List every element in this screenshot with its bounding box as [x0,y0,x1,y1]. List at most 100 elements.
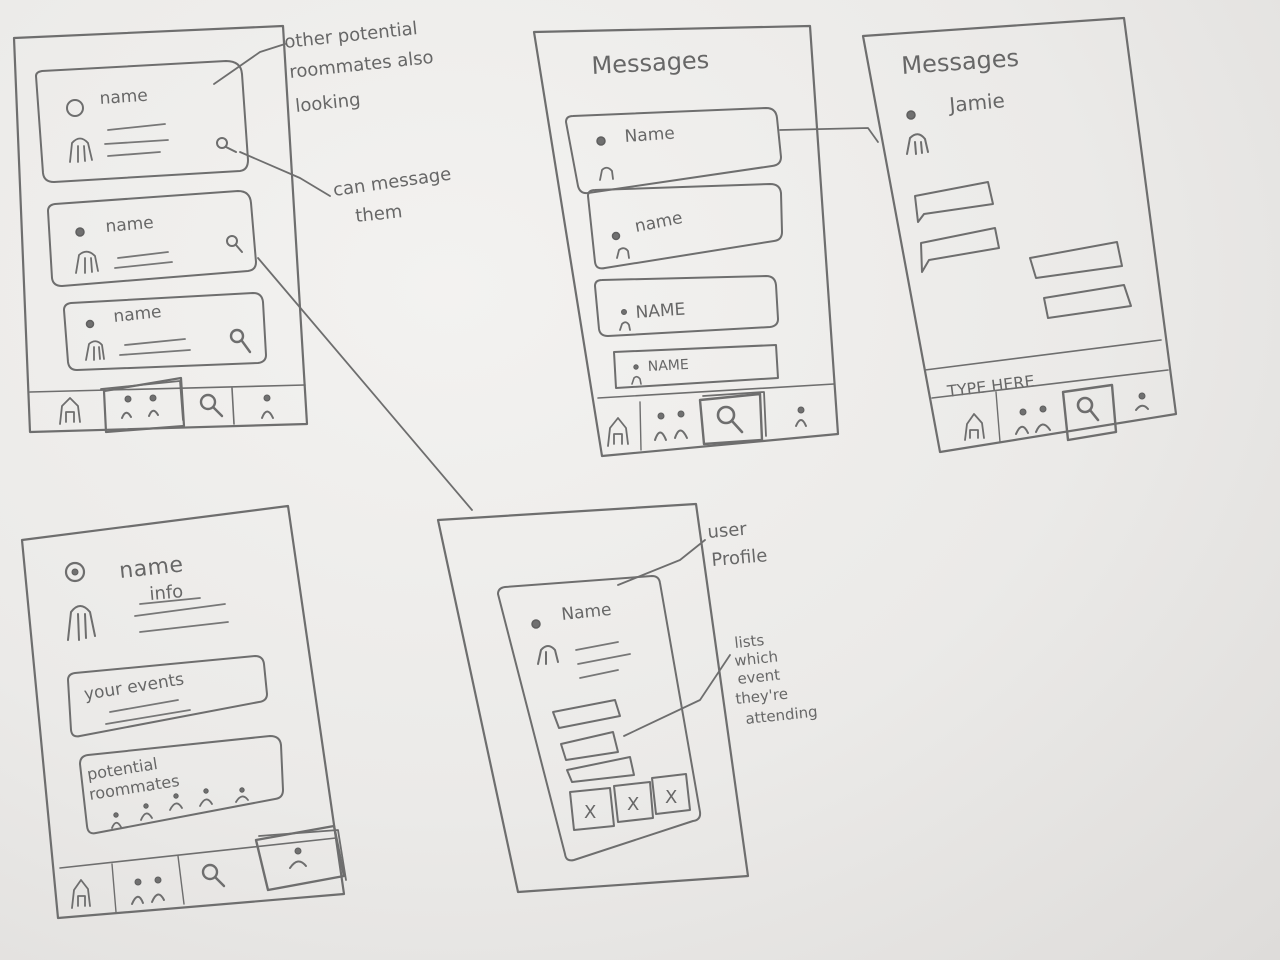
thread-name: name [633,208,684,237]
card-name: name [105,213,155,237]
roommate-card[interactable]: name [35,60,249,183]
avatar-icon [66,99,84,117]
svg-text:X: X [665,787,677,808]
phone-frame [532,24,840,458]
card-name: name [99,86,148,109]
input-top-divider [924,339,1162,371]
avatar-icon [64,561,86,583]
search-icon[interactable] [1061,383,1118,442]
profile-icon[interactable] [795,406,807,427]
person-icon [906,133,929,155]
search-icon[interactable] [698,391,767,446]
user-name: Name [560,600,612,625]
connector-can-message [239,151,331,197]
event-chip[interactable] [560,731,619,761]
person-icon [619,321,631,331]
group-icon[interactable] [654,410,688,441]
annotation-lists-events: event [737,666,781,688]
chat-bubble-received [920,227,1000,273]
avatar-icon [531,619,541,629]
active-tab-highlight [254,824,346,892]
bottom-nav [964,383,1149,443]
message-thread-item[interactable]: Name [565,107,782,195]
annotation-can-message: them [354,201,403,227]
avatar-icon [633,364,639,370]
annotations: other potential roommates also looking c… [283,18,818,728]
message-input[interactable]: TYPE HERE [945,371,1035,401]
search-icon[interactable] [201,863,226,888]
message-thread-item[interactable]: NAME [613,344,779,389]
profile-name: name [118,552,185,584]
avatar-icon [85,319,95,329]
bottom-nav [59,376,274,434]
nav-divider [59,837,337,869]
roommate-card[interactable]: name [63,292,267,371]
search-icon[interactable] [199,387,235,425]
user-profile-card: Name X X X [497,575,702,862]
phone-frame [12,24,309,434]
avatar-icon [621,309,627,315]
home-icon[interactable] [59,397,81,425]
annotation-user-profile: Profile [711,545,769,571]
profile-icon[interactable] [254,824,347,892]
annotation-user-profile: user [707,519,749,543]
nav-divider [597,383,835,399]
screen-messages-list: Messages Name name NAME NAME [532,24,840,458]
person-icon [85,340,105,361]
avatar-icon [596,136,606,146]
person-icon [75,250,99,274]
person-icon [631,375,642,385]
connector-lines [213,43,879,737]
contact-name: Jamie [946,88,1005,117]
message-search-icon[interactable] [216,137,237,153]
nav-divider [29,384,306,393]
roommate-avatars [111,787,249,829]
phone-frame [861,16,1178,454]
screen-user-profile: Name X X X [436,502,750,894]
event-tile[interactable]: X [569,787,615,831]
avatar-icon [611,231,621,241]
profile-icon[interactable] [261,394,274,419]
thread-name: Name [624,124,675,147]
annotation-lists-events: attending [745,703,819,728]
home-icon[interactable] [71,879,91,909]
annotation-lists-events: which [734,648,779,670]
connector-other-roommates [213,43,286,85]
group-icon[interactable] [1015,405,1051,435]
profile-icon[interactable] [1135,392,1149,411]
group-icon[interactable] [131,876,165,905]
potential-roommates-section[interactable]: potential roommates [79,735,284,835]
active-tab-highlight [698,392,764,446]
chat-bubble-sent [1043,284,1132,319]
annotation-lists-events: they're [735,685,789,708]
screen-my-profile: name info your events potential roommate… [20,504,347,920]
event-chip[interactable] [566,756,635,783]
roommate-card[interactable]: name [47,190,257,287]
person-icon [537,645,559,665]
your-events-section[interactable]: your events [67,655,268,738]
group-icon[interactable] [100,376,186,434]
message-thread-item[interactable]: NAME [594,275,779,337]
event-chip[interactable] [552,699,621,729]
chat-bubble-sent [1029,241,1123,279]
home-icon[interactable] [607,417,629,447]
connector-lists-events [623,654,731,737]
message-thread-item[interactable]: name [587,183,783,270]
annotation-other-roommates: other potential [283,18,418,53]
phone-frame [20,504,346,920]
annotation-other-roommates: looking [294,89,361,117]
event-tile[interactable]: X [651,773,691,815]
event-tile[interactable]: X [613,781,654,823]
message-search-icon[interactable] [226,235,243,253]
profile-info: info [149,581,184,605]
annotation-can-message: can message [332,164,453,201]
person-icon [599,166,614,181]
avatar-icon [906,110,916,120]
svg-text:X: X [627,794,639,815]
person-icon [616,247,630,259]
message-search-icon[interactable] [229,328,252,354]
thread-name: NAME [635,300,686,323]
home-icon[interactable] [964,413,985,441]
